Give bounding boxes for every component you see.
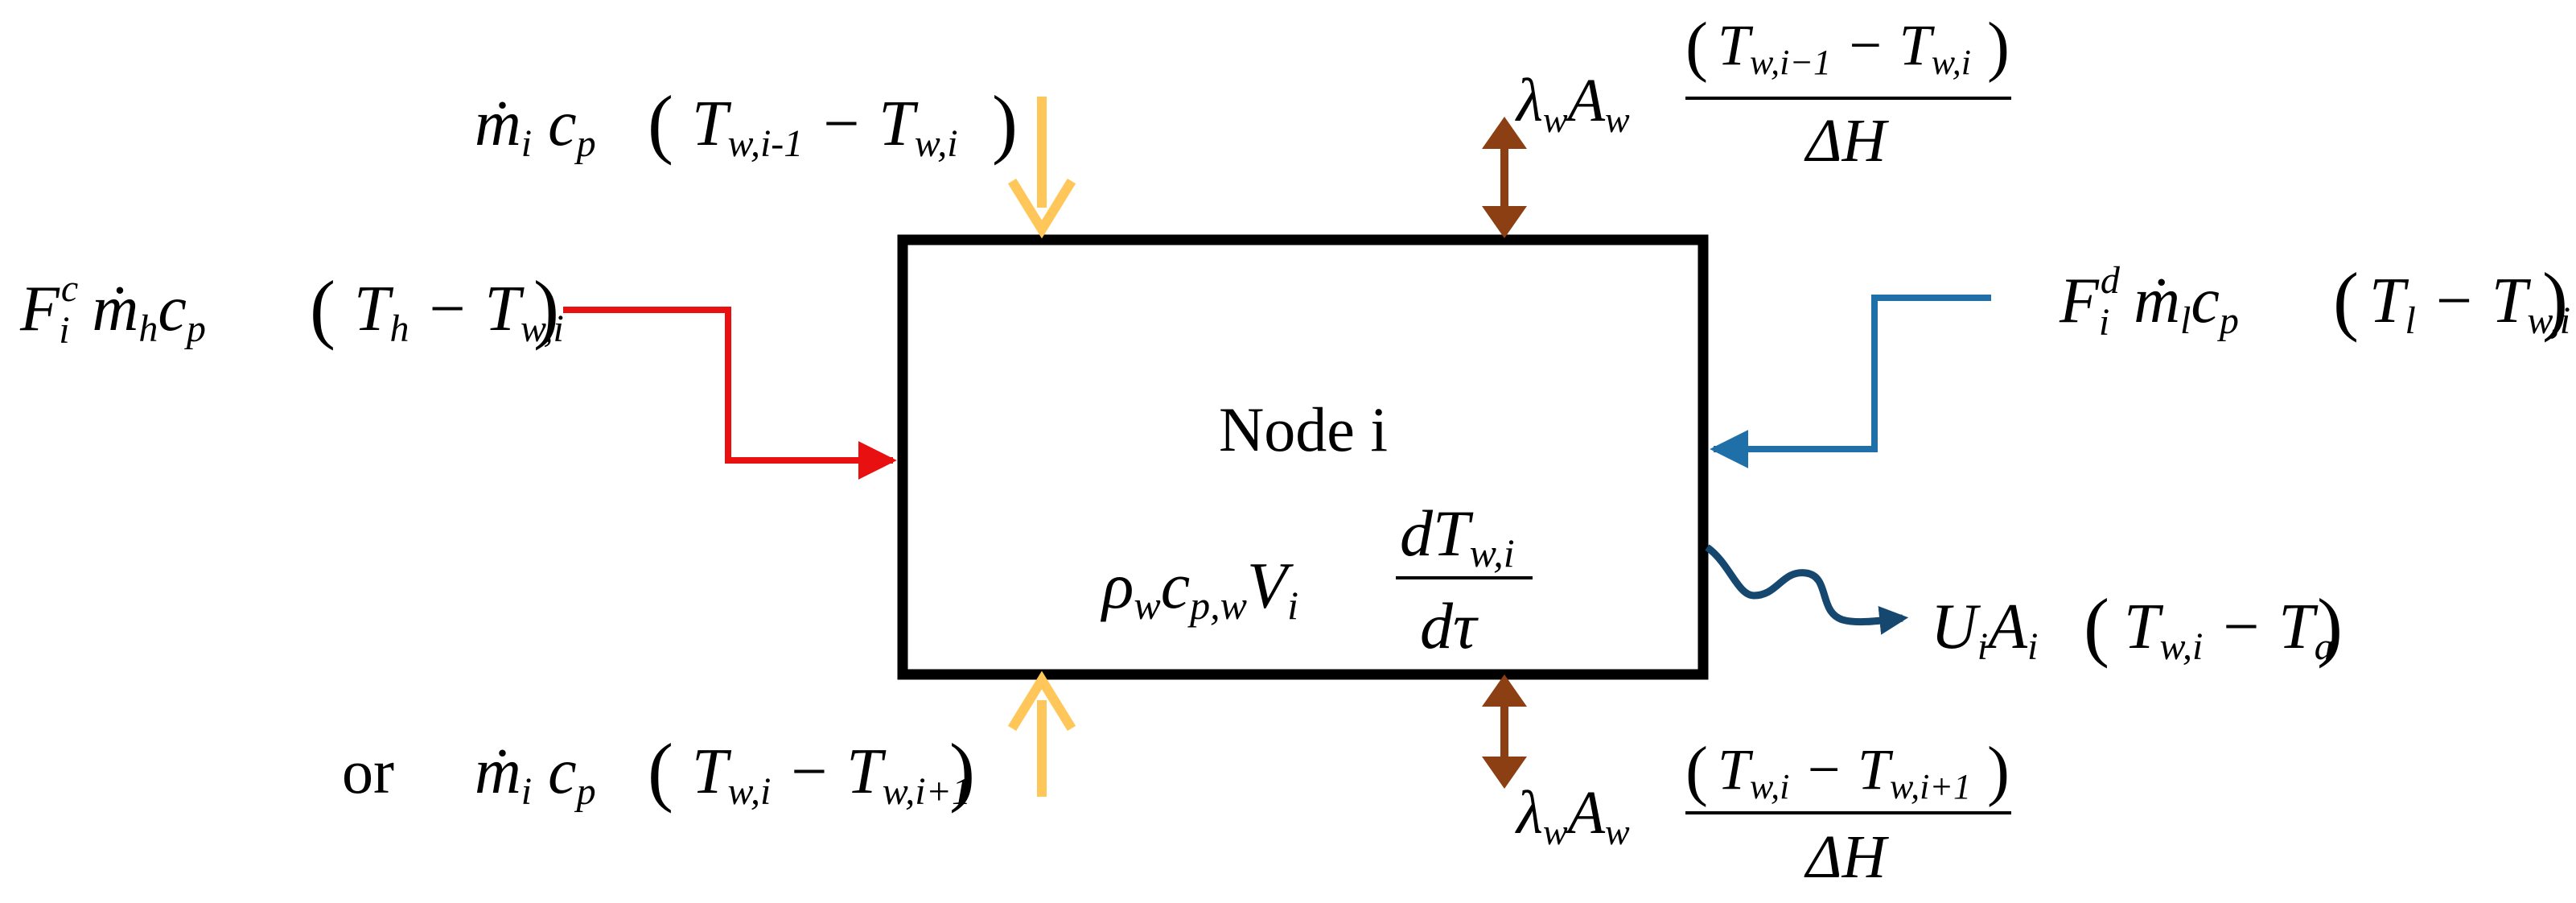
cold-inlet-arrow: [1710, 295, 1991, 468]
hot-inlet-arrow: [563, 307, 897, 480]
or-label: or: [342, 736, 394, 806]
bottom-flow-term: or ṁi cp ( Tw,i − Tw,i+1 ): [342, 728, 975, 814]
conduction-top-term: λwAw ( Tw,i−1 − Tw,i ) ΔH: [1515, 9, 2011, 175]
svg-text:(: (: [648, 728, 673, 814]
heat-loss-arrow: [1705, 544, 1909, 635]
svg-text:Th − Tw,i: Th − Tw,i: [354, 274, 564, 350]
svg-text:ΔH: ΔH: [1804, 107, 1890, 175]
top-flow-arrow: [1007, 97, 1076, 239]
svg-text:(: (: [2084, 583, 2109, 669]
svg-text:(: (: [310, 265, 335, 351]
svg-text:Tl − Tw,i: Tl − Tw,i: [2369, 266, 2570, 342]
svg-text:): ): [949, 728, 975, 814]
svg-text:ΔH: ΔH: [1804, 823, 1890, 891]
svg-text:): ): [992, 80, 1018, 166]
svg-text:ṁi cp: ṁi cp: [475, 736, 596, 813]
conduction-bottom-arrow: [1482, 674, 1527, 789]
conduction-bottom-term: λwAw ( Tw,i − Tw,i+1 ) ΔH: [1515, 733, 2011, 891]
svg-text:dτ: dτ: [1420, 589, 1479, 662]
svg-text:): ): [1987, 9, 2010, 84]
svg-text:): ): [2542, 257, 2568, 343]
svg-text:UiAi: UiAi: [1931, 592, 2038, 668]
node-title: Node i: [1219, 394, 1388, 464]
svg-text:): ): [533, 265, 559, 351]
bottom-flow-arrow: [1007, 670, 1076, 797]
svg-text:ṁi cp: ṁi cp: [475, 89, 596, 165]
svg-text:(: (: [648, 80, 673, 166]
svg-text:): ): [1987, 733, 2010, 808]
svg-text:λwAw: λwAw: [1515, 779, 1630, 852]
svg-text:λwAw: λwAw: [1515, 67, 1630, 140]
svg-text:): ): [2317, 583, 2343, 669]
svg-text:Tw,i − Tw,i+1: Tw,i − Tw,i+1: [1718, 737, 1971, 806]
svg-text:Tw,i − Ta: Tw,i − Ta: [2124, 592, 2334, 668]
svg-text:Tw,i−1 − Tw,i: Tw,i−1 − Tw,i: [1718, 13, 1971, 82]
svg-text:(: (: [1685, 733, 1708, 808]
svg-text:(: (: [1685, 9, 1708, 84]
svg-text:Tw,i − Tw,i+1: Tw,i − Tw,i+1: [692, 736, 971, 813]
svg-text:(: (: [2333, 257, 2359, 343]
conduction-top-arrow: [1482, 117, 1527, 238]
top-flow-term: ṁi cp ( Tw,i-1 − Tw,i ): [475, 80, 1018, 166]
heat-loss-term: UiAi ( Tw,i − Ta ): [1931, 583, 2343, 669]
node-box: [897, 234, 1709, 680]
svg-text:Tw,i-1 − Tw,i: Tw,i-1 − Tw,i: [692, 89, 958, 165]
